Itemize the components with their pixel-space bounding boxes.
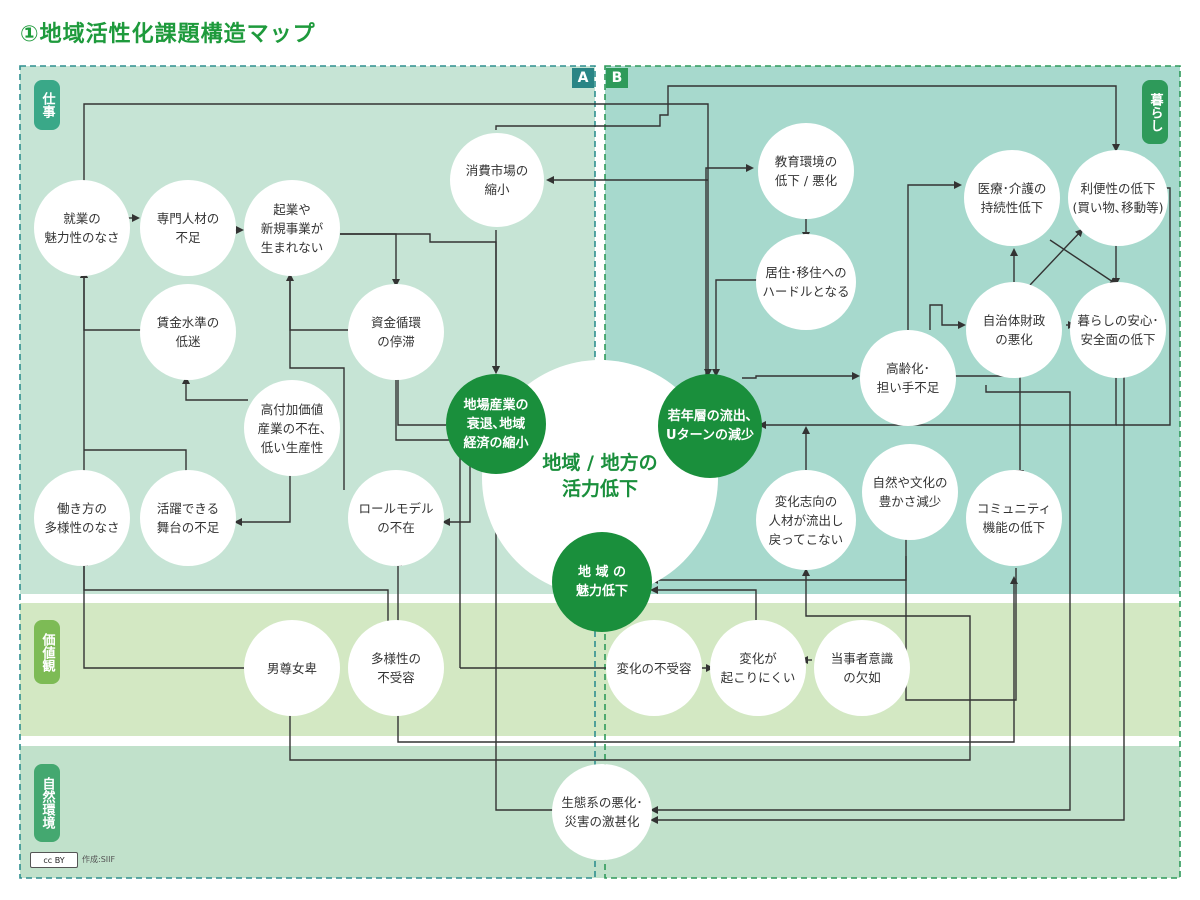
node-productivity: 高付加価値 産業の不在､ 低い生産性: [244, 380, 340, 476]
node-consumer-market: 消費市場の 縮小: [450, 133, 544, 227]
license-badge: cc BY: [30, 852, 78, 868]
node-convenience: 利便性の低下 (買い物､移動等): [1068, 150, 1168, 246]
node-change-rejection: 変化の不受容: [606, 620, 702, 716]
band-label-work: 仕事: [34, 80, 60, 130]
node-work-diversity: 働き方の 多様性のなさ: [34, 470, 130, 566]
node-ownership: 当事者意識 の欠如: [814, 620, 910, 716]
page-title: ①地域活性化課題構造マップ: [20, 22, 316, 47]
node-regional-appeal: 地 域 の 魅力低下: [552, 532, 652, 632]
region-tag-a: A: [572, 68, 594, 88]
node-specialists: 専門人材の 不足: [140, 180, 236, 276]
region-tag-b: B: [606, 68, 628, 88]
band-label-values: 価値観: [34, 620, 60, 684]
node-startups: 起業や 新規事業が 生まれない: [244, 180, 340, 276]
node-local-industry: 地場産業の 衰退､地域 経済の縮小: [446, 374, 546, 474]
node-community: コミュニティ 機能の低下: [966, 470, 1062, 566]
node-stage: 活躍できる 舞台の不足: [140, 470, 236, 566]
credit-text: 作成:SIIF: [82, 855, 116, 864]
node-ecosystem: 生態系の悪化･ 災害の激甚化: [552, 764, 652, 860]
band-label-life: 暮らし: [1142, 80, 1168, 144]
node-capital-flow: 資金循環 の停滞: [348, 284, 444, 380]
node-change-talent: 変化志向の 人材が流出し 戻ってこない: [756, 470, 856, 570]
node-aging: 高齢化･ 担い手不足: [860, 330, 956, 426]
node-role-model: ロールモデル の不在: [348, 470, 444, 566]
node-sexism: 男尊女卑: [244, 620, 340, 716]
node-safety: 暮らしの安心･ 安全面の低下: [1070, 282, 1166, 378]
node-youth-outflow: 若年層の流出､ Uターンの減少: [658, 374, 762, 478]
node-municipal-finance: 自治体財政 の悪化: [966, 282, 1062, 378]
node-nature-culture: 自然や文化の 豊かさ減少: [862, 444, 958, 540]
node-migration-hurdle: 居住･移住への ハードルとなる: [756, 234, 856, 330]
node-diversity-rejection: 多様性の 不受容: [348, 620, 444, 716]
node-medical-care: 医療･介護の 持続性低下: [964, 150, 1060, 246]
node-wages: 賃金水準の 低迷: [140, 284, 236, 380]
node-job-appeal: 就業の 魅力性のなさ: [34, 180, 130, 276]
center-title: 地域 / 地方の 活力低下: [542, 452, 658, 500]
node-change-hard: 変化が 起こりにくい: [710, 620, 806, 716]
band-label-nature: 自然環境: [34, 764, 60, 842]
node-education: 教育環境の 低下 / 悪化: [758, 123, 854, 219]
